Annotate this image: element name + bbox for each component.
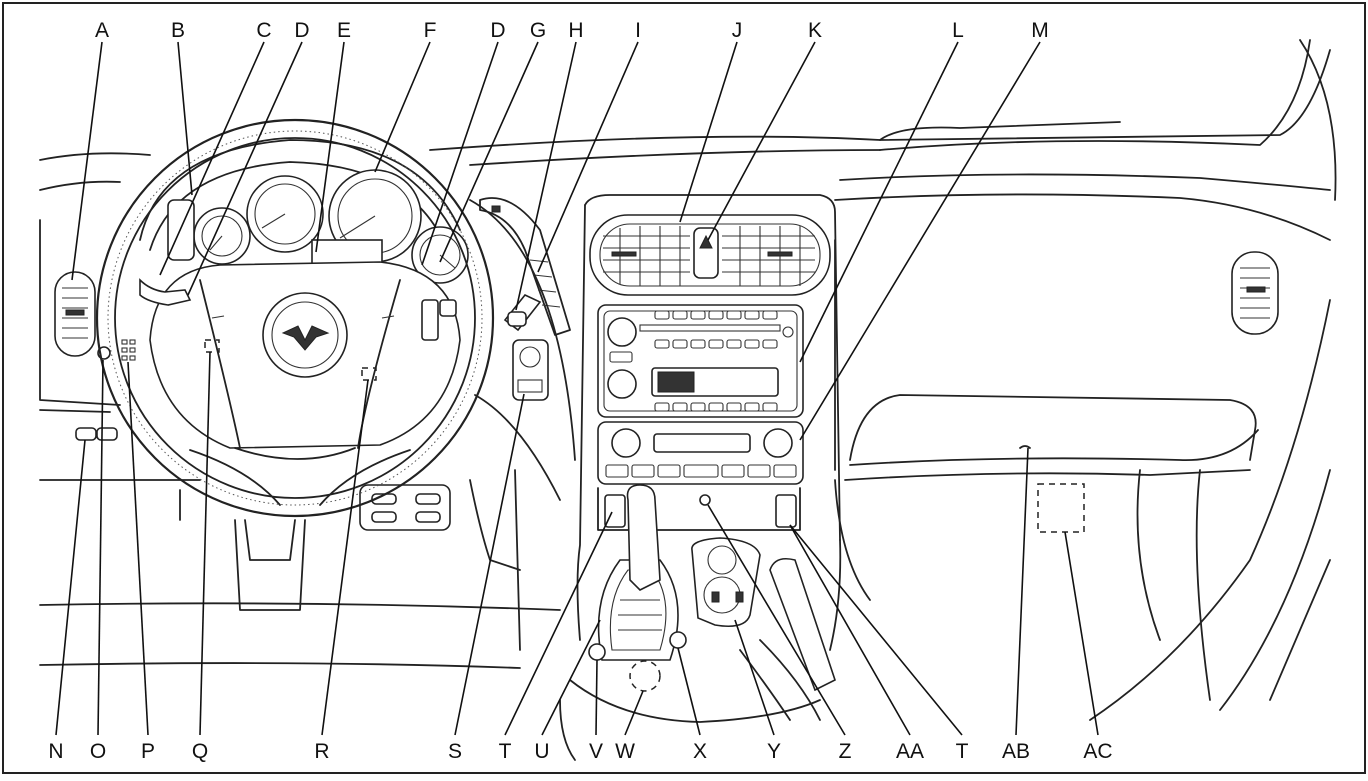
callout-label-O: O bbox=[90, 740, 106, 763]
callout-label-L: L bbox=[952, 19, 964, 42]
callout-leader-lines bbox=[55, 41, 1099, 736]
callout-label-AC: AC bbox=[1083, 740, 1112, 763]
callout-label-AA: AA bbox=[896, 740, 924, 763]
callout-label-E: E bbox=[337, 19, 351, 42]
callout-label-Q: Q bbox=[192, 740, 208, 763]
callout-label-I: I bbox=[635, 19, 641, 42]
callout-label-X: X bbox=[693, 740, 707, 763]
callout-label-U: U bbox=[534, 740, 549, 763]
callout-label-D-left: D bbox=[294, 19, 309, 42]
callout-label-N: N bbox=[48, 740, 63, 763]
callout-label-C: C bbox=[256, 19, 271, 42]
callout-label-K: K bbox=[808, 19, 822, 42]
callout-label-AB: AB bbox=[1002, 740, 1030, 763]
callout-label-T-left: T bbox=[499, 740, 512, 763]
callout-label-H: H bbox=[568, 19, 583, 42]
callout-label-Y: Y bbox=[767, 740, 781, 763]
callout-label-P: P bbox=[141, 740, 155, 763]
callout-label-T-right: T bbox=[956, 740, 969, 763]
callout-label-S: S bbox=[448, 740, 462, 763]
callout-label-F: F bbox=[424, 19, 437, 42]
top-callout-labels: A B C D E F D G H I J K L M bbox=[95, 19, 1049, 42]
callout-label-Z: Z bbox=[839, 740, 852, 763]
callout-label-R: R bbox=[314, 740, 329, 763]
callout-label-G: G bbox=[530, 19, 546, 42]
callout-label-W: W bbox=[615, 740, 635, 763]
callout-label-V: V bbox=[589, 740, 603, 763]
callout-label-B: B bbox=[171, 19, 185, 42]
callout-label-D-right: D bbox=[490, 19, 505, 42]
callout-label-A: A bbox=[95, 19, 109, 42]
callout-label-M: M bbox=[1031, 19, 1049, 42]
dashboard-drawing bbox=[39, 39, 1337, 761]
callout-label-J: J bbox=[732, 19, 743, 42]
bottom-callout-labels: N O P Q R S T U V W X Y Z AA T AB AC bbox=[48, 740, 1112, 763]
